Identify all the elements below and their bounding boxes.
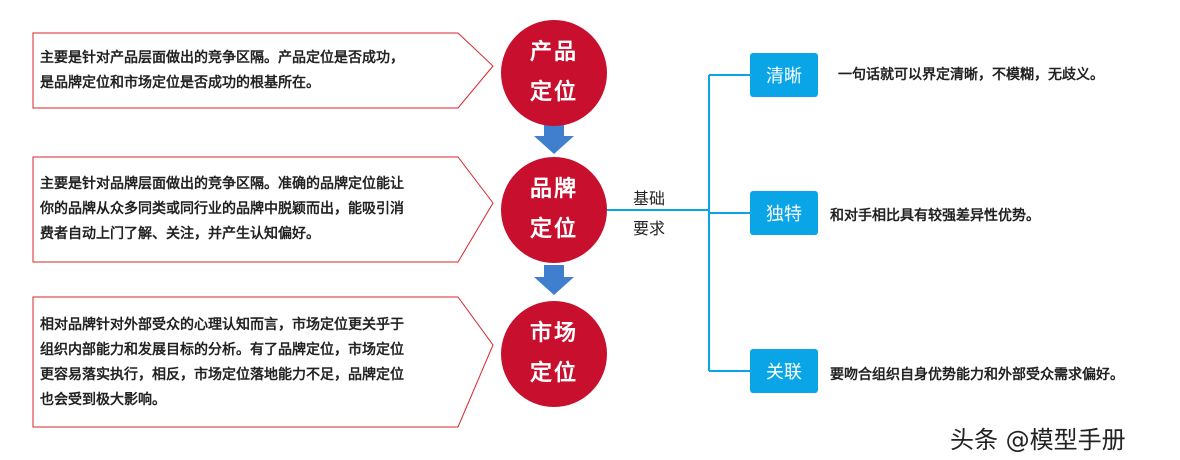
requirement-box-unique: 独特 [750, 191, 818, 235]
basic-requirements-label: 基础 要求 [633, 184, 693, 244]
desc-line: 主要是针对品牌层面做出的竞争区隔。准确的品牌定位能让 [40, 176, 404, 192]
requirement-label: 清晰 [766, 66, 802, 87]
watermark: 头条 @模型手册 [950, 426, 1126, 454]
market-positioning-description: 相对品牌针对外部受众的心理认知而言，市场定位更关乎于 组织内部能力和发展目标的分… [40, 313, 460, 413]
requirement-box-clear: 清晰 [750, 53, 818, 97]
callout-border-brand [32, 156, 494, 263]
circle-title-line: 市场 [529, 321, 578, 346]
side-label-line: 基础 [633, 189, 666, 208]
desc-line: 更容易落实执行，相反，市场定位落地能力不足，品牌定位 [40, 367, 404, 383]
market-positioning-circle: 市场 定位 [501, 301, 607, 407]
callout-border-product [32, 32, 494, 109]
requirement-text-unique: 和对手相比具有较强差异性优势。 [830, 208, 1040, 224]
requirement-box-relevant: 关联 [750, 349, 818, 393]
down-arrow-icon [534, 124, 574, 154]
circle-title-line: 定位 [529, 80, 578, 105]
down-arrow-icon [534, 265, 574, 295]
desc-line: 你的品牌从众多同类或同行业的品牌中脱颖而出，能吸引消 [40, 201, 404, 217]
desc-line: 主要是针对产品层面做出的竞争区隔。产品定位是否成功， [40, 50, 404, 66]
product-positioning-circle: 产品 定位 [501, 20, 607, 126]
desc-line: 是品牌定位和市场定位是否成功的根基所在。 [40, 75, 320, 91]
circle-title-line: 定位 [529, 361, 578, 386]
desc-line: 也会受到极大影响。 [40, 392, 166, 408]
requirement-label: 关联 [766, 362, 802, 383]
requirement-label: 独特 [766, 204, 802, 225]
brand-positioning-description: 主要是针对品牌层面做出的竞争区隔。准确的品牌定位能让 你的品牌从众多同类或同行业… [40, 172, 460, 247]
desc-line: 费者自动上门了解、关注，并产生认知偏好。 [40, 226, 320, 242]
requirement-text-clear: 一句话就可以界定清晰，不模糊，无歧义。 [838, 67, 1104, 83]
circle-title-line: 定位 [529, 217, 578, 242]
requirement-text-relevant: 要吻合组织自身优势能力和外部受众需求偏好。 [830, 367, 1124, 383]
desc-line: 组织内部能力和发展目标的分析。有了品牌定位，市场定位 [40, 342, 404, 358]
circle-title-line: 品牌 [529, 177, 578, 202]
callout-border-market [32, 296, 494, 428]
circle-title-line: 产品 [529, 40, 578, 65]
side-label-line: 要求 [633, 219, 666, 238]
desc-line: 相对品牌针对外部受众的心理认知而言，市场定位更关乎于 [40, 317, 404, 333]
product-positioning-description: 主要是针对产品层面做出的竞争区隔。产品定位是否成功， 是品牌定位和市场定位是否成… [40, 46, 460, 96]
brand-positioning-circle: 品牌 定位 [501, 157, 607, 263]
